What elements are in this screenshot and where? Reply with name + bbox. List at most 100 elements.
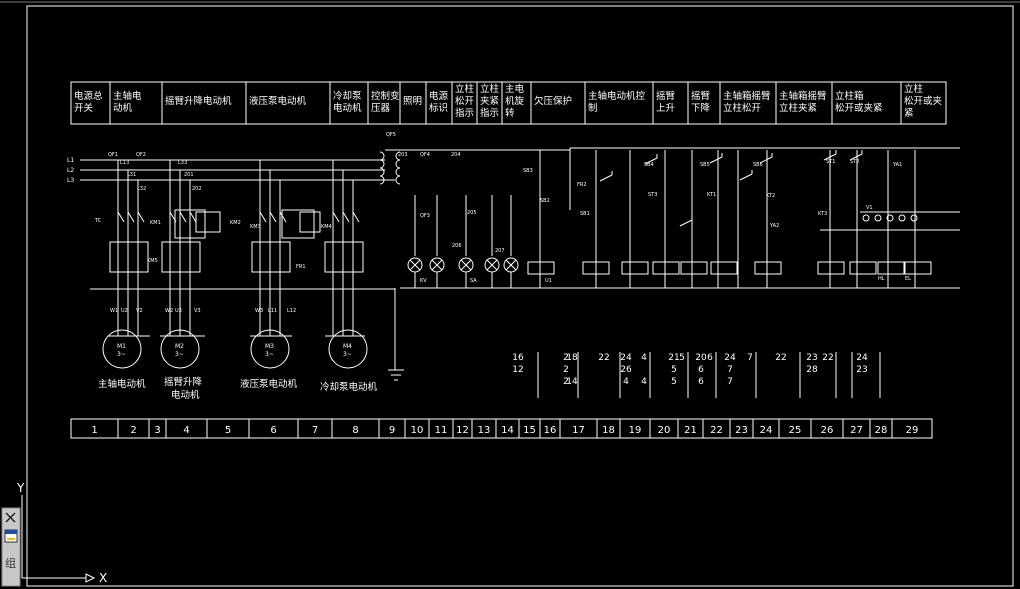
floating-toolbar[interactable]: 组: [1, 507, 21, 587]
component-label: YA2: [769, 223, 779, 229]
component-label: SA: [470, 278, 477, 284]
wire: [709, 156, 723, 164]
cross-ref-number: 7: [747, 353, 753, 363]
column-number: 21: [684, 425, 697, 436]
component-label: KT2: [766, 193, 775, 199]
header-cell-text: 主电: [505, 83, 525, 95]
cross-ref-number: 21: [668, 353, 679, 363]
component-label: SB5: [700, 162, 710, 168]
cross-ref-number: 2: [563, 365, 569, 375]
cross-ref-number: 5: [679, 353, 685, 363]
component-label: KM5: [147, 258, 158, 264]
component-label: SB2: [540, 198, 550, 204]
cross-ref-number: 6: [707, 353, 713, 363]
cross-ref-number: 24: [724, 353, 736, 363]
component-label: V3: [194, 308, 201, 314]
header-cell-text: 电源: [429, 90, 449, 102]
switch-contact: [874, 214, 882, 222]
column-number: 19: [629, 425, 642, 436]
header-cell-text: 立柱松开: [723, 102, 762, 114]
switch-contact: [862, 214, 870, 222]
transformer-coil: [395, 159, 401, 169]
cross-ref-number: 4: [623, 377, 629, 387]
x-axis-label: X: [99, 571, 107, 585]
transformer-coil: [379, 151, 385, 161]
y-axis-label: Y: [16, 481, 25, 495]
cross-ref-number: 22: [822, 353, 833, 363]
component-label: SB1: [580, 211, 590, 217]
motor-phase-symbol: 3~: [343, 351, 352, 358]
component-label: QF5: [386, 132, 396, 138]
wire: [127, 211, 135, 223]
component-label: ST1: [826, 159, 835, 165]
header-cell-text: 电动机: [333, 102, 362, 114]
column-number: 22: [710, 425, 723, 436]
cross-ref-number: 2: [563, 353, 569, 363]
header-cell-text: 开关: [74, 102, 94, 114]
component-label: ST3: [648, 192, 657, 198]
wire: [352, 211, 360, 223]
wire: [486, 259, 498, 271]
header-cell-text: 制: [588, 102, 598, 114]
header-cell-text: 液压泵电动机: [249, 95, 307, 107]
component-box: [527, 261, 555, 275]
motor-id: M4: [343, 343, 352, 350]
wire: [179, 211, 187, 223]
component-label: L31: [127, 172, 136, 178]
motor-phase-symbol: 3~: [265, 351, 274, 358]
component-box: [680, 261, 708, 275]
header-cell-text: 下降: [691, 102, 711, 114]
cross-ref-number: 5: [671, 377, 677, 387]
component-label: 201: [184, 172, 194, 178]
column-number: 26: [821, 425, 834, 436]
component-label: QF3: [420, 213, 430, 219]
wire: [137, 211, 145, 223]
header-cell-text: 指示: [455, 107, 474, 119]
header-cell-text: 主轴电: [113, 90, 142, 102]
motor-id: M2: [175, 343, 184, 350]
component-box: [621, 261, 649, 275]
component-label: 202: [192, 186, 202, 192]
column-number: 6: [270, 425, 276, 436]
transformer-coil: [379, 159, 385, 169]
column-number: 28: [875, 425, 888, 436]
column-number: 16: [544, 425, 557, 436]
wire: [332, 211, 340, 223]
header-cell-text: 欠压保护: [534, 95, 572, 107]
component-label: KT1: [707, 192, 716, 198]
switch-contact: [886, 214, 894, 222]
component-label: L13: [120, 160, 129, 166]
component-label: 204: [451, 152, 461, 158]
close-icon[interactable]: [5, 512, 16, 523]
cross-ref-number: 2: [563, 377, 569, 387]
column-number: 5: [225, 425, 231, 436]
wire: [342, 211, 350, 223]
header-cell-text: 立柱: [480, 83, 500, 95]
motor-symbol: [160, 329, 200, 369]
transformer-coil: [395, 167, 401, 177]
wire: [644, 157, 658, 165]
wire: [679, 219, 693, 227]
cross-ref-number: 12: [512, 365, 523, 375]
layers-icon[interactable]: [4, 529, 18, 543]
properties-icon[interactable]: 组: [5, 556, 16, 570]
header-cell-text: 主轴电动机控: [588, 90, 646, 102]
header-cell-text: 控制变: [371, 90, 400, 102]
column-number: 25: [789, 425, 802, 436]
component-label: KM3: [250, 224, 261, 230]
header-cell-text: 摇臂升降电动机: [165, 95, 232, 107]
wire: [279, 211, 287, 223]
column-number: 9: [389, 425, 395, 436]
column-number: 18: [602, 425, 615, 436]
wire: [849, 153, 863, 161]
column-number: 8: [352, 425, 358, 436]
column-number: 27: [850, 425, 863, 436]
wire: [259, 211, 267, 223]
header-cell-text: 立柱箱: [835, 90, 864, 102]
ucs-icon: Y X: [16, 481, 107, 585]
header-cell-text: 转: [505, 107, 515, 119]
header-cell-text: 立柱: [455, 83, 475, 95]
component-label: QF4: [420, 152, 430, 158]
